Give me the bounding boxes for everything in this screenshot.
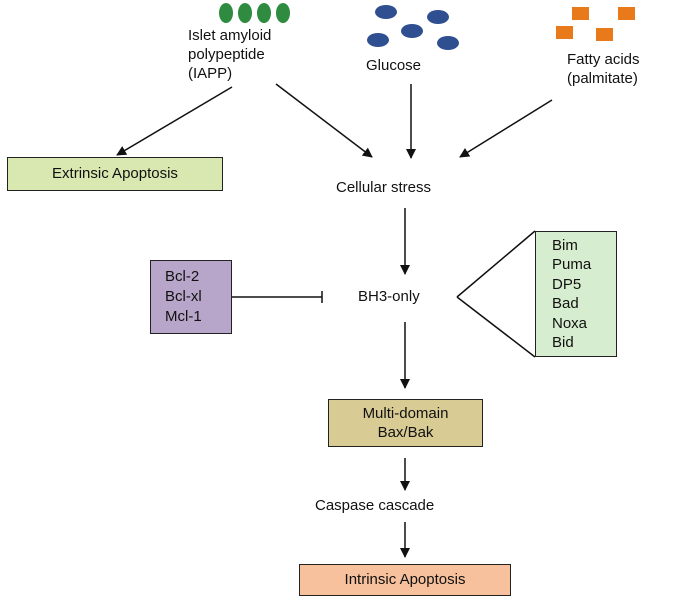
- extrinsic-apoptosis-label: Extrinsic Apoptosis: [52, 165, 178, 182]
- iapp-icon: [219, 3, 290, 23]
- iapp-label: Islet amyloid polypeptide (IAPP): [188, 27, 272, 82]
- cellular-stress-label: Cellular stress: [336, 179, 432, 196]
- fatty-acids-icon: [556, 7, 635, 41]
- multi-domain-box: Multi-domain Bax/Bak: [328, 399, 483, 447]
- bh3-member-item: Noxa: [552, 314, 588, 332]
- arrow-fatty-to-stress: [459, 99, 553, 158]
- inhibition-line: [232, 291, 323, 303]
- multi-domain-label: Multi-domain: [362, 405, 449, 422]
- bh3-member-item: Bid: [552, 334, 574, 351]
- bh3-members-bracket: [456, 230, 536, 358]
- multi-domain-sublabel: Bax/Bak: [377, 424, 434, 441]
- bh3-only-label: BH3-only: [358, 288, 420, 305]
- bh3-member-item: Puma: [552, 256, 592, 273]
- fatty-acids-label: Fatty acids (palmitate): [567, 51, 640, 87]
- extrinsic-apoptosis-box: Extrinsic Apoptosis: [7, 157, 223, 191]
- arrow-iapp-to-extrinsic: [116, 86, 233, 156]
- anti-apoptotic-box: Bcl-2 Bcl-xl Mcl-1: [150, 260, 232, 334]
- bh3-members-box: Bim Puma DP5 Bad Noxa Bid: [535, 231, 617, 357]
- anti-apoptotic-item: Bcl-2: [165, 268, 200, 285]
- glucose-icon: [367, 5, 459, 50]
- intrinsic-apoptosis-box: Intrinsic Apoptosis: [299, 564, 511, 596]
- anti-apoptotic-item: Mcl-1: [165, 308, 202, 325]
- bh3-member-item: Bad: [552, 295, 579, 312]
- glucose-label: Glucose: [366, 57, 422, 74]
- bh3-member-item: DP5: [552, 275, 582, 293]
- arrow-iapp-to-stress: [275, 83, 373, 158]
- bh3-member-item: Bim: [552, 236, 578, 254]
- intrinsic-apoptosis-label: Intrinsic Apoptosis: [344, 571, 466, 588]
- caspase-cascade-label: Caspase cascade: [315, 497, 435, 514]
- anti-apoptotic-item: Bcl-xl: [165, 288, 202, 305]
